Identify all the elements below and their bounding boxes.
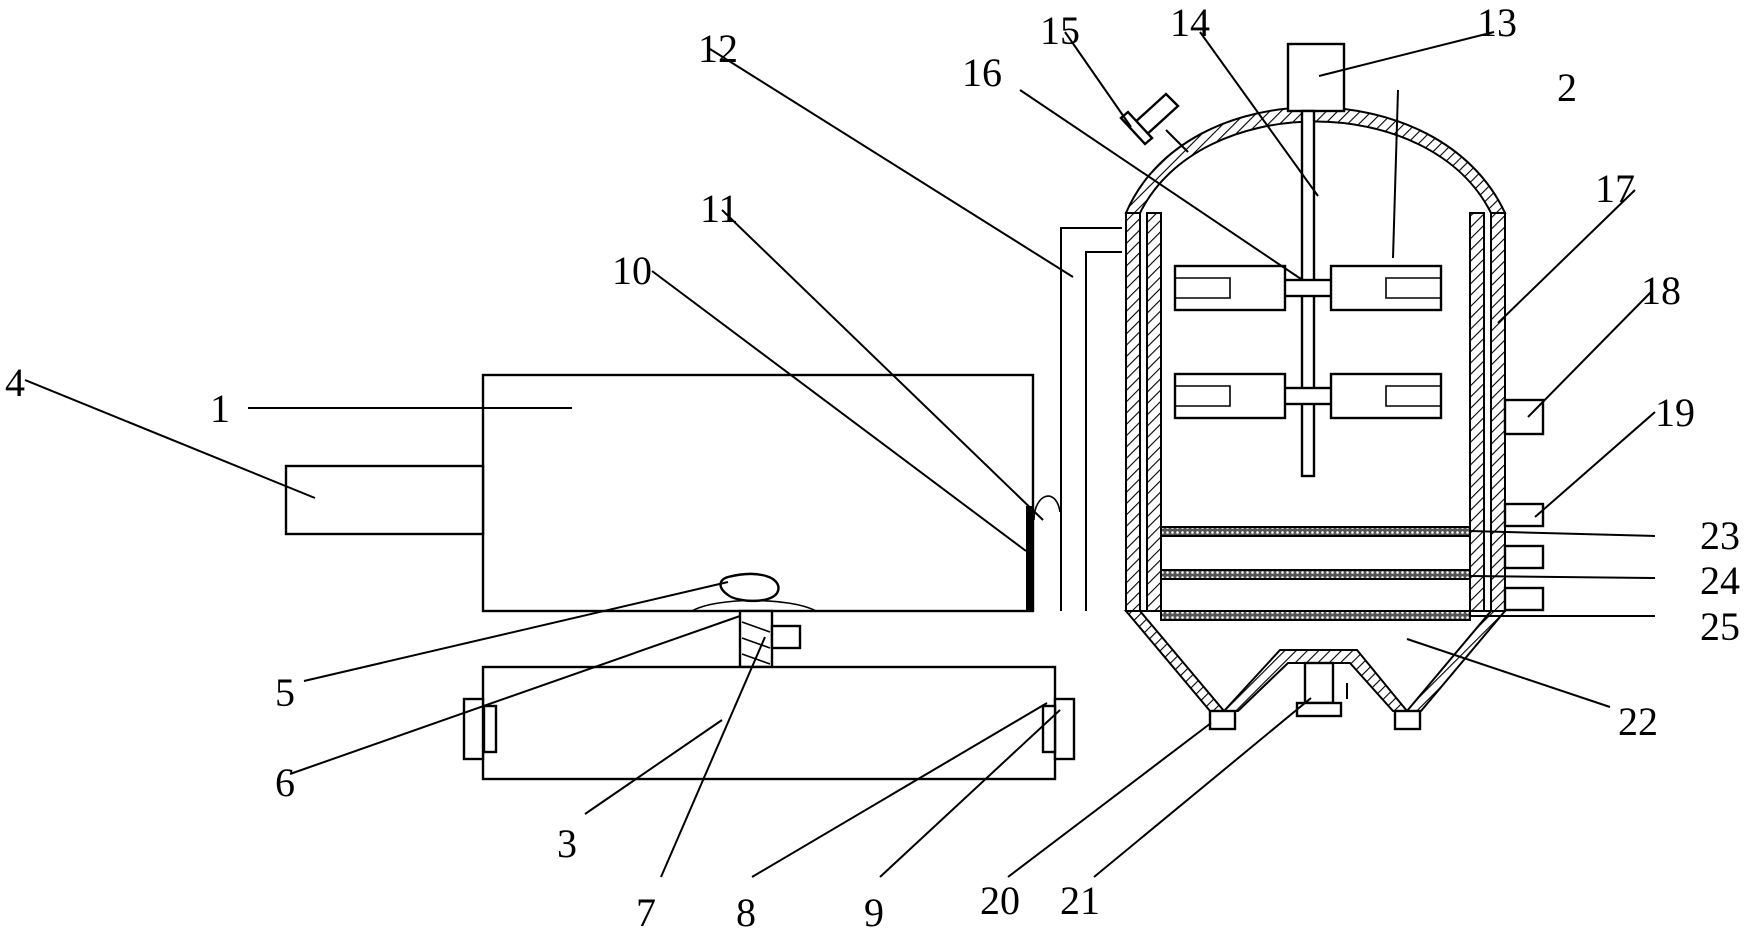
label-19: 19 xyxy=(1655,390,1695,435)
vessel-fittings xyxy=(1119,42,1545,731)
label-11: 11 xyxy=(700,186,739,231)
label-6: 6 xyxy=(275,760,295,805)
label-4: 4 xyxy=(5,360,25,405)
left-tank xyxy=(284,373,1035,613)
stirrer xyxy=(1173,109,1443,478)
label-14: 14 xyxy=(1170,0,1210,45)
label-24: 24 xyxy=(1700,558,1740,603)
callout-labels: 1 2 3 4 5 6 7 8 9 10 11 12 13 14 15 16 1… xyxy=(5,0,1740,934)
label-9: 9 xyxy=(864,890,884,934)
screw-pipe xyxy=(738,609,802,669)
label-22: 22 xyxy=(1618,699,1658,744)
filter-screen xyxy=(1026,495,1061,611)
label-18: 18 xyxy=(1641,268,1681,313)
label-13: 13 xyxy=(1477,0,1517,45)
label-10: 10 xyxy=(612,248,652,293)
label-16: 16 xyxy=(962,50,1002,95)
label-7: 7 xyxy=(636,890,656,934)
label-23: 23 xyxy=(1700,513,1740,558)
label-5: 5 xyxy=(275,670,295,715)
label-20: 20 xyxy=(980,878,1020,923)
label-25: 25 xyxy=(1700,604,1740,649)
label-15: 15 xyxy=(1040,8,1080,53)
label-8: 8 xyxy=(736,890,756,934)
label-3: 3 xyxy=(557,821,577,866)
label-12: 12 xyxy=(698,26,738,71)
label-1: 1 xyxy=(210,386,230,431)
outlet-valve xyxy=(691,572,817,612)
reactor-vessel xyxy=(1123,106,1508,712)
lower-tank xyxy=(462,665,1076,781)
label-2: 2 xyxy=(1557,65,1577,110)
label-21: 21 xyxy=(1060,878,1100,923)
filter-layers xyxy=(1160,526,1471,621)
transfer-pipe xyxy=(1060,227,1122,611)
label-17: 17 xyxy=(1595,166,1635,211)
leader-lines xyxy=(24,31,1656,878)
